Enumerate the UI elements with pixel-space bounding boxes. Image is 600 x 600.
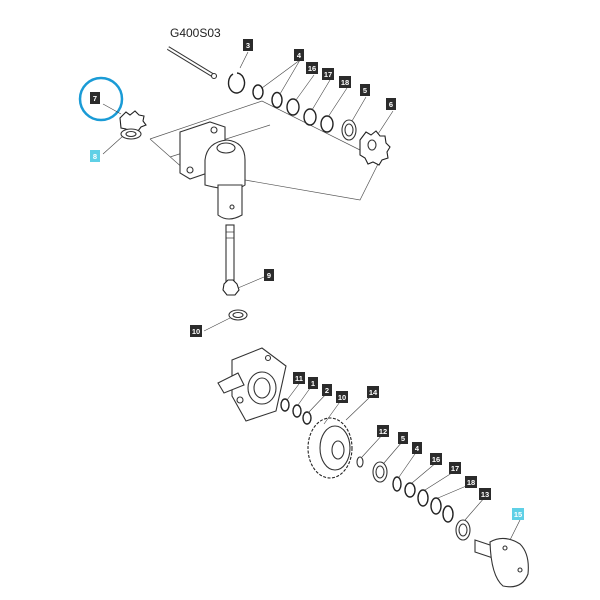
assembly-outline-right (244, 159, 381, 201)
callout-label-text: 9 (267, 271, 271, 280)
callout-label-text: 7 (93, 94, 97, 103)
flange-shaft-part-15 (474, 537, 529, 588)
bevel-gear-part-6 (359, 130, 391, 166)
bearing-part-5-top (341, 119, 357, 141)
callout-label-text: 10 (338, 393, 346, 402)
seal-part-13 (455, 519, 471, 541)
callout-label-l2: 2 (322, 384, 332, 396)
callout-label-text: 8 (93, 152, 97, 161)
callout-label-l5a: 5 (360, 84, 370, 96)
callout-label-l4b: 4 (412, 442, 422, 454)
callout-label-text: 5 (363, 86, 367, 95)
callout-label-l4a: 4 (294, 49, 304, 61)
assembly-outline-top (149, 100, 381, 161)
callout-label-l11: 11 (293, 372, 305, 384)
callout-label-text: 4 (415, 444, 420, 453)
callout-label-l18b: 18 (465, 476, 477, 488)
callout-label-text: 13 (481, 490, 489, 499)
callout-label-text: 5 (401, 434, 405, 443)
callout-label-text: 2 (325, 386, 329, 395)
gearbox-housing (179, 121, 246, 220)
ring-gear-part-14 (307, 417, 353, 479)
callout-label-l7: 7 (90, 92, 100, 104)
callout-label-text: 1 (311, 379, 315, 388)
callout-label-text: 14 (369, 388, 378, 397)
callout-label-text: 15 (514, 510, 522, 519)
bushing-part-8 (120, 128, 142, 140)
callout-label-l10a: 10 (190, 325, 202, 337)
callout-label-l17b: 17 (449, 462, 461, 474)
callout-label-text: 16 (432, 455, 440, 464)
shaft-part-9 (222, 224, 240, 296)
callout-label-l17a: 17 (322, 68, 334, 80)
callout-label-l18a: 18 (339, 76, 351, 88)
callout-label-l8: 8 (90, 150, 100, 162)
callout-label-l3: 3 (243, 39, 253, 51)
callout-label-text: 11 (295, 374, 303, 383)
snap-ring-part (227, 72, 246, 94)
callout-label-text: 17 (451, 464, 459, 473)
callout-label-text: 12 (379, 427, 387, 436)
callout-label-text: 17 (324, 70, 332, 79)
ring-stack-top (252, 84, 334, 133)
pin-part-12 (356, 456, 364, 468)
callout-label-l16b: 16 (430, 453, 442, 465)
callout-label-l14: 14 (367, 386, 379, 398)
callout-label-l15: 15 (512, 508, 524, 520)
callout-label-l1: 1 (308, 377, 318, 389)
callout-label-l6: 6 (386, 98, 396, 110)
callout-label-text: 3 (246, 41, 250, 50)
bushing-part-10-top (228, 309, 248, 321)
leader-lines (102, 51, 521, 541)
callout-label-text: 10 (192, 327, 200, 336)
ring-stack-bottom (392, 476, 454, 523)
callout-label-l10b: 10 (336, 391, 348, 403)
callout-label-l16a: 16 (306, 62, 318, 74)
ring-stack-mid (280, 398, 312, 425)
callout-label-text: 6 (389, 100, 393, 109)
bearing-part-5-bottom (372, 461, 388, 483)
callout-label-text: 4 (297, 51, 302, 60)
diagram-code: G400S03 (170, 26, 221, 40)
shaft-part-3 (166, 46, 218, 80)
highlight-circle (78, 76, 124, 122)
callout-label-l12: 12 (377, 425, 389, 437)
lower-gearbox-housing (217, 347, 287, 422)
callout-label-l5b: 5 (398, 432, 408, 444)
callout-label-l13: 13 (479, 488, 491, 500)
callout-label-text: 16 (308, 64, 316, 73)
callout-label-l9: 9 (264, 269, 274, 281)
callout-label-text: 18 (467, 478, 475, 487)
assembly-outline-left (149, 138, 186, 171)
callout-label-text: 18 (341, 78, 349, 87)
